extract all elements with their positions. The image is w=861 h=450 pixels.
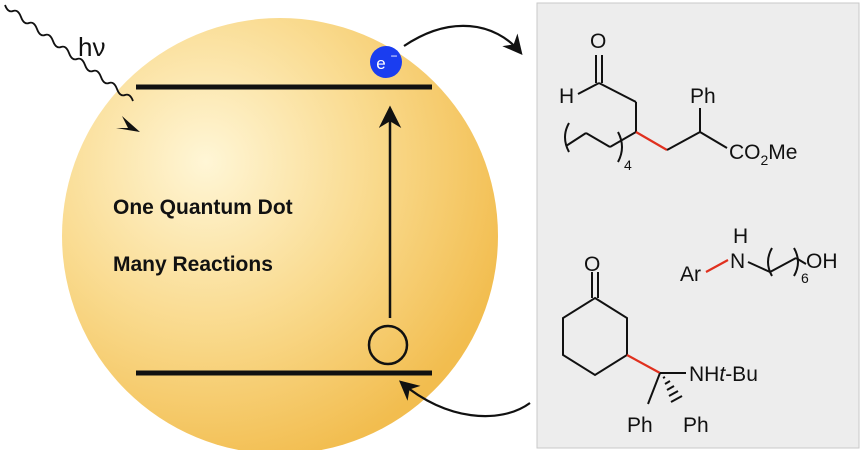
electron-label: e bbox=[376, 54, 385, 73]
products-panel bbox=[536, 2, 860, 449]
hole-transfer-arrow bbox=[398, 380, 531, 418]
photon-label: hν bbox=[78, 32, 105, 62]
amine-hydrogen: H bbox=[733, 225, 748, 248]
ester-group: CO2Me bbox=[729, 141, 797, 168]
electron-charge: − bbox=[390, 49, 397, 63]
phenyl-label-1: Ph bbox=[690, 85, 716, 108]
aryl-label: Ar bbox=[680, 263, 701, 286]
product-cyclohexanone-amine bbox=[562, 272, 686, 405]
aldehyde-oxygen: O bbox=[590, 30, 606, 53]
amine-nitrogen: N bbox=[730, 250, 745, 273]
electron-transfer-arrow bbox=[403, 24, 523, 56]
quantum-dot-sphere bbox=[62, 18, 498, 450]
aldehyde-hydrogen: H bbox=[559, 85, 574, 108]
hydroxyl-label: OH bbox=[806, 250, 838, 273]
photon-arrowhead bbox=[116, 116, 140, 132]
product-amino-alcohol bbox=[705, 247, 807, 277]
ketone-oxygen: O bbox=[584, 253, 600, 276]
tert-butylamine-label: NHt-Bu bbox=[689, 363, 758, 386]
chain-subscript-6: 6 bbox=[801, 270, 809, 286]
photon-wavy-arrow bbox=[4, 4, 134, 102]
phenyl-label-right: Ph bbox=[683, 414, 709, 437]
title-line-1: One Quantum Dot bbox=[113, 196, 293, 219]
hashed-wedge-bond bbox=[662, 376, 683, 403]
product-aldehyde-ester bbox=[564, 55, 728, 163]
phenyl-label-left: Ph bbox=[627, 414, 653, 437]
title-line-2: Many Reactions bbox=[113, 253, 273, 276]
hole-circle bbox=[367, 324, 409, 366]
chain-subscript-4: 4 bbox=[624, 157, 632, 173]
electron-circle bbox=[370, 46, 402, 78]
